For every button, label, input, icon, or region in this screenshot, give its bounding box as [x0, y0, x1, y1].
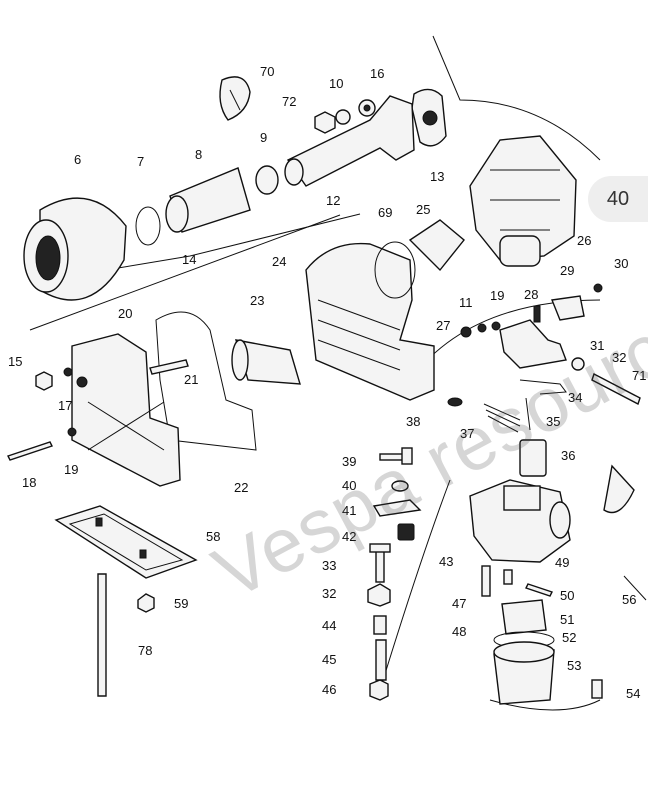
callout-label: 47 [452, 596, 466, 611]
callout-label: 16 [370, 66, 384, 81]
boundary-line-top [432, 35, 601, 161]
callout-label: 20 [118, 306, 132, 321]
callout-label: 25 [416, 202, 430, 217]
callout-label: 12 [326, 193, 340, 208]
callout-label: 69 [378, 205, 392, 220]
callout-label: 29 [560, 263, 574, 278]
page-number-badge: 40 [588, 176, 648, 222]
callout-label: 42 [342, 529, 356, 544]
callout-label: 59 [174, 596, 188, 611]
carburettor-body-part [469, 479, 571, 563]
callout-label: 37 [460, 426, 474, 441]
callout-label: 46 [322, 682, 336, 697]
callout-label: 21 [184, 372, 198, 387]
callout-label: 33 [322, 558, 336, 573]
nut-washer-group [314, 99, 376, 134]
callout-label: 8 [195, 147, 202, 162]
callout-label: 14 [182, 252, 196, 267]
gasket-part [411, 88, 447, 147]
callout-label: 6 [74, 152, 81, 167]
air-filter-part [23, 197, 127, 301]
tray-nut-part [137, 593, 155, 613]
callout-label: 36 [561, 448, 575, 463]
air-box-part [305, 241, 435, 401]
callout-label: 52 [562, 630, 576, 645]
callout-label: 31 [590, 338, 604, 353]
callout-label: 70 [260, 64, 274, 79]
callout-label: 54 [626, 686, 640, 701]
throttle-slide-part [519, 439, 547, 477]
boundary-line-lower [379, 479, 451, 691]
callout-label: 45 [322, 652, 336, 667]
tray-part [54, 505, 198, 579]
callout-label: 7 [137, 154, 144, 169]
ring-part [135, 206, 161, 246]
clip-part [219, 76, 251, 121]
callout-label: 51 [560, 612, 574, 627]
callout-label: 17 [58, 398, 72, 413]
callout-label: 71 [632, 368, 646, 383]
callout-label: 18 [22, 475, 36, 490]
callout-label: 56 [622, 592, 636, 607]
group-14-bracket [117, 213, 361, 269]
callout-label: 39 [342, 454, 356, 469]
slide-group-parts [447, 379, 567, 433]
callout-label: 19 [64, 462, 78, 477]
carburettor-upper-part [469, 135, 577, 267]
callout-label: 49 [555, 555, 569, 570]
sleeve-part [165, 167, 251, 233]
callout-label: 41 [342, 503, 356, 518]
callout-label: 44 [322, 618, 336, 633]
callout-label: 9 [260, 130, 267, 145]
callout-label: 58 [206, 529, 220, 544]
callout-label: 24 [272, 254, 286, 269]
intake-manifold-part [284, 95, 415, 187]
callout-label: 35 [546, 414, 560, 429]
callout-label: 19 [490, 288, 504, 303]
callout-label: 40 [342, 478, 356, 493]
boundary-line-left [29, 214, 341, 331]
float-bowl-parts [481, 464, 647, 705]
callout-label: 50 [560, 588, 574, 603]
callout-labels: 70 10 16 72 9 6 7 8 12 13 69 25 26 14 24… [8, 64, 646, 701]
callout-label: 43 [439, 554, 453, 569]
callout-label: 53 [567, 658, 581, 673]
callout-label: 15 [8, 354, 22, 369]
left-fasteners [7, 367, 88, 461]
pin-part [149, 359, 189, 375]
callout-label: 10 [329, 76, 343, 91]
o-ring-part [255, 165, 279, 195]
bracket-part [155, 311, 257, 451]
cover-plate-part [71, 333, 181, 487]
rod-part [97, 573, 107, 697]
filter-element-part [231, 339, 301, 385]
callout-label: 32 [322, 586, 336, 601]
callout-label: 72 [282, 94, 296, 109]
callout-label: 22 [234, 480, 248, 495]
callout-label: 11 [459, 295, 473, 310]
callout-label: 27 [436, 318, 450, 333]
callout-label: 78 [138, 643, 152, 658]
callout-label: 32 [612, 350, 626, 365]
callout-label: 38 [406, 414, 420, 429]
callout-label: 23 [250, 293, 264, 308]
callout-label: 26 [577, 233, 591, 248]
callout-label: 13 [430, 169, 444, 184]
callout-label: 28 [524, 287, 538, 302]
callout-label: 48 [452, 624, 466, 639]
callout-label: 34 [568, 390, 582, 405]
throttle-linkage-parts [460, 283, 641, 406]
callout-label: 30 [614, 256, 628, 271]
flange-plate-part [408, 219, 465, 272]
screw-column-parts [367, 447, 422, 701]
